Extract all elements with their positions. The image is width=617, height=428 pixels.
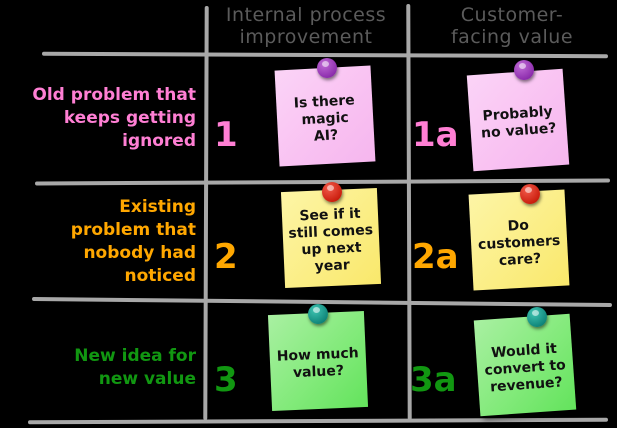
cell-number-3a: 3a xyxy=(410,360,457,400)
pushpin-purple-icon xyxy=(317,58,337,78)
cell-number-1: 1 xyxy=(214,115,238,155)
grid-line-horizontal-middle-1 xyxy=(34,178,611,186)
row-label-old-problem: Old problem that keeps getting ignored xyxy=(32,85,196,151)
sticky-note-2[interactable]: See if it still comes up next year xyxy=(280,187,382,289)
sticky-note-3-text: How much value? xyxy=(276,345,360,382)
pushpin-red-icon-2 xyxy=(520,184,540,204)
pushpin-purple-icon-2 xyxy=(514,60,534,80)
sticky-note-1a[interactable]: Probably no value? xyxy=(466,68,570,172)
sticky-note-2a-text: Do customers care? xyxy=(477,216,561,269)
cell-number-1a: 1a xyxy=(412,115,459,155)
row-label-new-idea: New idea for new value xyxy=(74,346,196,389)
pushpin-teal-icon-2 xyxy=(527,307,547,327)
sticky-note-2a[interactable]: Do customers care? xyxy=(468,189,570,291)
sticky-note-3a[interactable]: Would it convert to revenue? xyxy=(473,313,577,417)
pushpin-teal-icon xyxy=(308,304,328,324)
pushpin-red-icon xyxy=(322,182,342,202)
sticky-note-1[interactable]: Is there magic AI? xyxy=(274,65,376,167)
cell-number-2a: 2a xyxy=(412,237,459,277)
row-label-existing-problem: Existing problem that nobody had noticed xyxy=(70,197,196,286)
sticky-note-3[interactable]: How much value? xyxy=(267,310,369,412)
cell-number-3: 3 xyxy=(214,360,238,400)
grid-line-vertical-right xyxy=(406,3,412,421)
grid-line-horizontal-bottom xyxy=(27,417,609,425)
cell-number-2: 2 xyxy=(214,237,238,277)
column-header-customer-facing: Customer- facing value xyxy=(450,4,574,48)
sticky-note-2-text: See if it still comes up next year xyxy=(288,205,374,275)
sticky-note-1-text: Is there magic AI? xyxy=(293,91,356,145)
sticky-note-3a-text: Would it convert to revenue? xyxy=(484,340,567,395)
grid-line-vertical-left xyxy=(203,5,209,421)
sticky-note-1a-text: Probably no value? xyxy=(480,103,557,142)
column-header-internal-process: Internal process improvement xyxy=(225,4,387,48)
